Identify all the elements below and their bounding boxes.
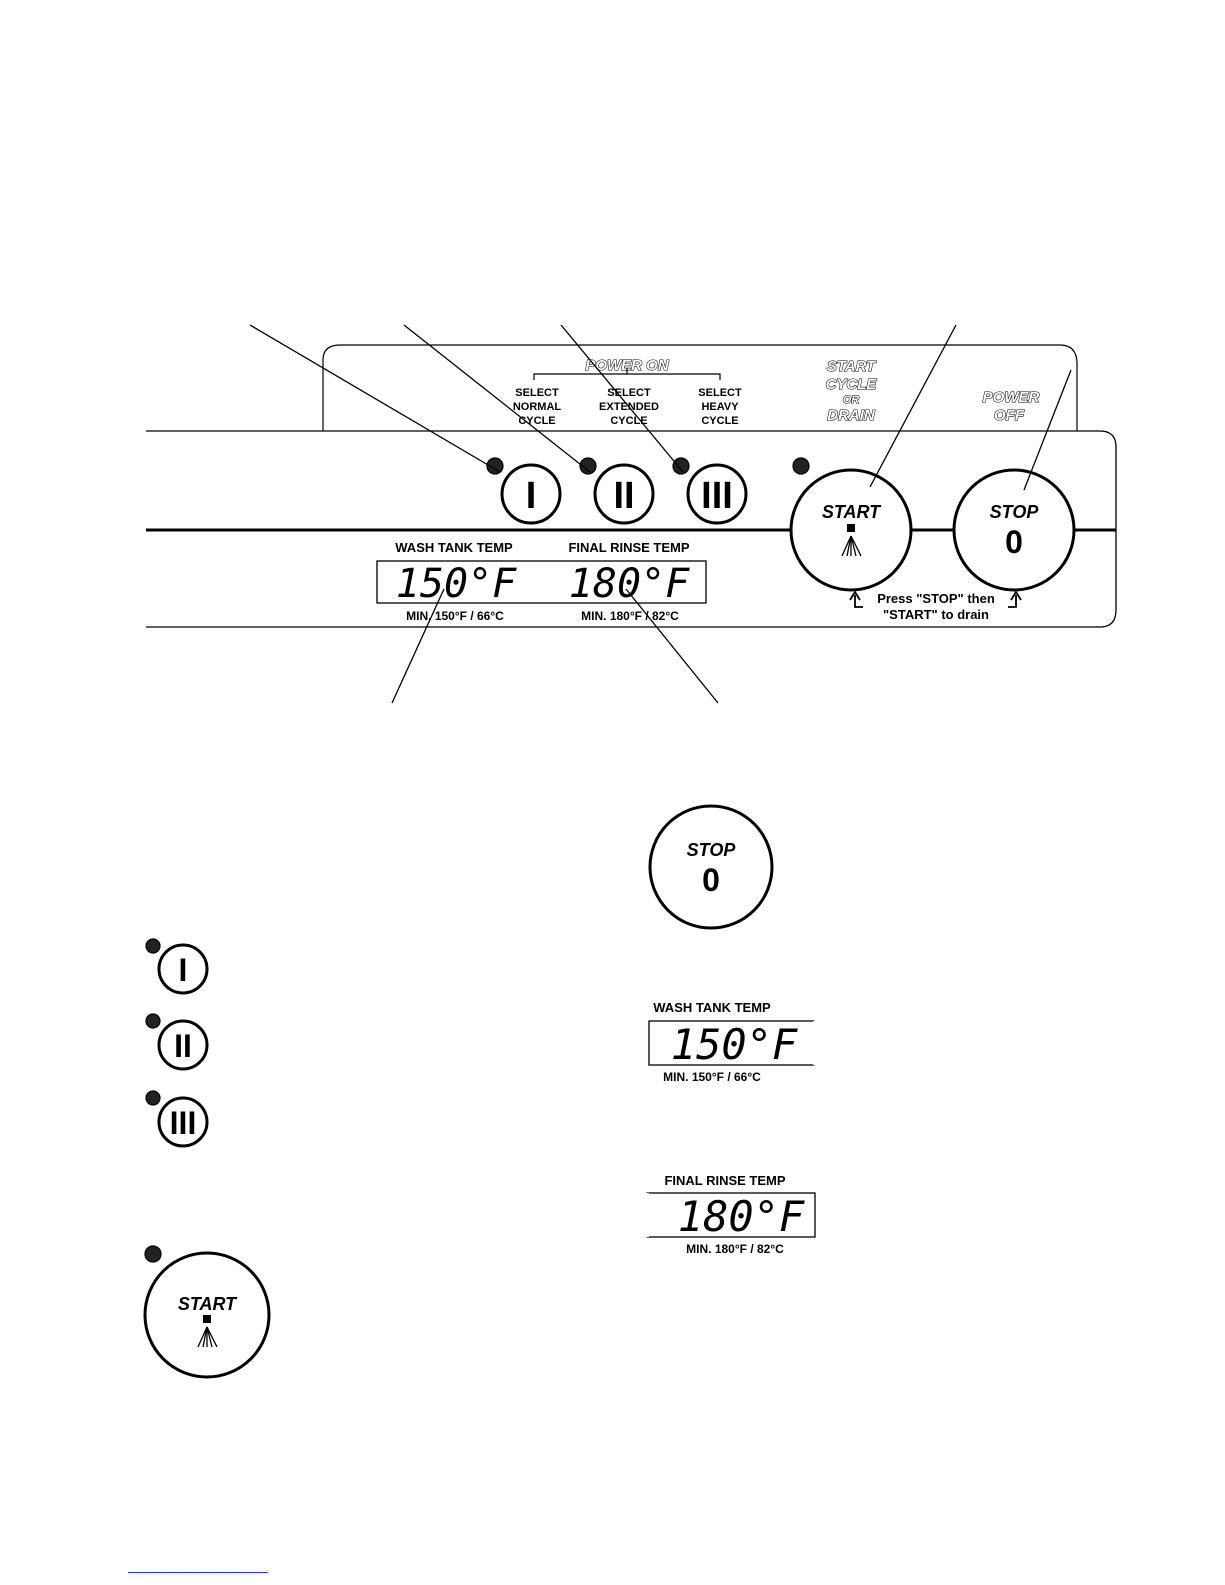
svg-text:CYCLE: CYCLE [610,415,647,427]
svg-text:180°F: 180°F [678,1192,805,1241]
svg-text:CYCLE: CYCLE [518,415,555,427]
legend-start-button: START [143,1245,271,1379]
svg-text:MIN. 150°F / 66°C: MIN. 150°F / 66°C [663,1070,761,1084]
select-heavy-label: SELECT HEAVY CYCLE [698,387,742,427]
heavy-cycle-button[interactable]: III [686,463,748,525]
legend-normal-cycle: I [145,938,209,995]
stop-button[interactable]: STOP 0 [952,468,1076,592]
power-off-heading: POWER OFF [982,388,1040,424]
svg-text:MIN. 180°F / 82°C: MIN. 180°F / 82°C [686,1242,784,1256]
legend-led-start [144,1245,162,1263]
legend-stop-button: STOP 0 [648,804,774,930]
svg-text:WASH TANK TEMP: WASH TANK TEMP [653,1000,771,1015]
legend-extended-cycle: II [145,1013,209,1071]
arrow-up-left-icon [849,590,863,608]
svg-text:STOP: STOP [687,840,737,860]
legend-wash-tank-display: WASH TANK TEMP 150°F MIN. 150°F / 66°C [648,1000,817,1084]
svg-text:DRAIN: DRAIN [827,407,876,424]
svg-text:SELECT: SELECT [698,387,742,399]
svg-text:II: II [174,1028,192,1064]
legend-led-extended [145,1013,161,1029]
led-start-indicator [792,457,810,475]
legend-heavy-cycle: III [145,1090,209,1148]
extended-cycle-button[interactable]: II [593,463,655,525]
svg-text:START: START [822,502,882,522]
svg-text:150°F: 150°F [671,1020,798,1069]
power-on-heading: POWER ON [585,357,670,374]
legend-led-normal [145,938,161,954]
start-button[interactable]: START [789,468,913,592]
svg-text:III: III [170,1105,197,1141]
normal-cycle-button[interactable]: I [500,463,562,525]
svg-text:SELECT: SELECT [607,387,651,399]
select-normal-label: SELECT NORMAL CYCLE [513,387,562,427]
svg-text:CYCLE: CYCLE [701,415,738,427]
svg-text:OR: OR [843,394,860,406]
wash-tank-label: WASH TANK TEMP [395,540,513,555]
svg-text:OFF: OFF [994,407,1025,424]
svg-text:FINAL RINSE TEMP: FINAL RINSE TEMP [664,1173,785,1188]
svg-text:POWER: POWER [983,389,1040,406]
drain-instruction: Press "STOP" then "START" to drain [849,590,1022,622]
start-cycle-drain-heading: START CYCLE OR DRAIN [825,357,878,424]
wash-tank-readout: 150°F [396,561,517,607]
svg-text:0: 0 [1005,524,1023,560]
footer-underline [128,1572,268,1573]
svg-text:STOP: STOP [990,502,1040,522]
svg-text:Press "STOP" then: Press "STOP" then [877,591,995,606]
final-rinse-label: FINAL RINSE TEMP [568,540,689,555]
callout-leader-lines [249,324,1072,704]
svg-text:NORMAL: NORMAL [513,401,562,413]
led-extended-indicator [579,457,597,475]
svg-text:SELECT: SELECT [515,387,559,399]
led-heavy-indicator [672,457,690,475]
spray-icon [841,524,862,557]
temperature-display-window [376,560,707,604]
svg-text:HEAVY: HEAVY [701,401,739,413]
svg-text:"START" to drain: "START" to drain [883,607,989,622]
svg-text:I: I [526,475,537,517]
panel-rear-label-strip [322,344,1078,431]
svg-text:II: II [613,475,634,517]
legend-spray-icon [197,1315,218,1348]
final-rinse-readout: 180°F [569,561,690,607]
svg-text:START: START [178,1294,238,1314]
svg-text:I: I [179,952,188,988]
wash-tank-min: MIN. 150°F / 66°C [406,609,504,623]
legend-led-heavy [145,1090,161,1106]
final-rinse-min: MIN. 180°F / 82°C [581,609,679,623]
svg-text:CYCLE: CYCLE [826,376,878,393]
svg-text:0: 0 [702,862,720,898]
power-on-bracket [533,368,721,380]
svg-text:III: III [701,475,733,517]
arrow-up-right-icon [1008,590,1022,608]
svg-text:START: START [827,358,877,375]
led-normal-indicator [486,457,504,475]
legend-final-rinse-display: FINAL RINSE TEMP 180°F MIN. 180°F / 82°C [645,1173,816,1256]
